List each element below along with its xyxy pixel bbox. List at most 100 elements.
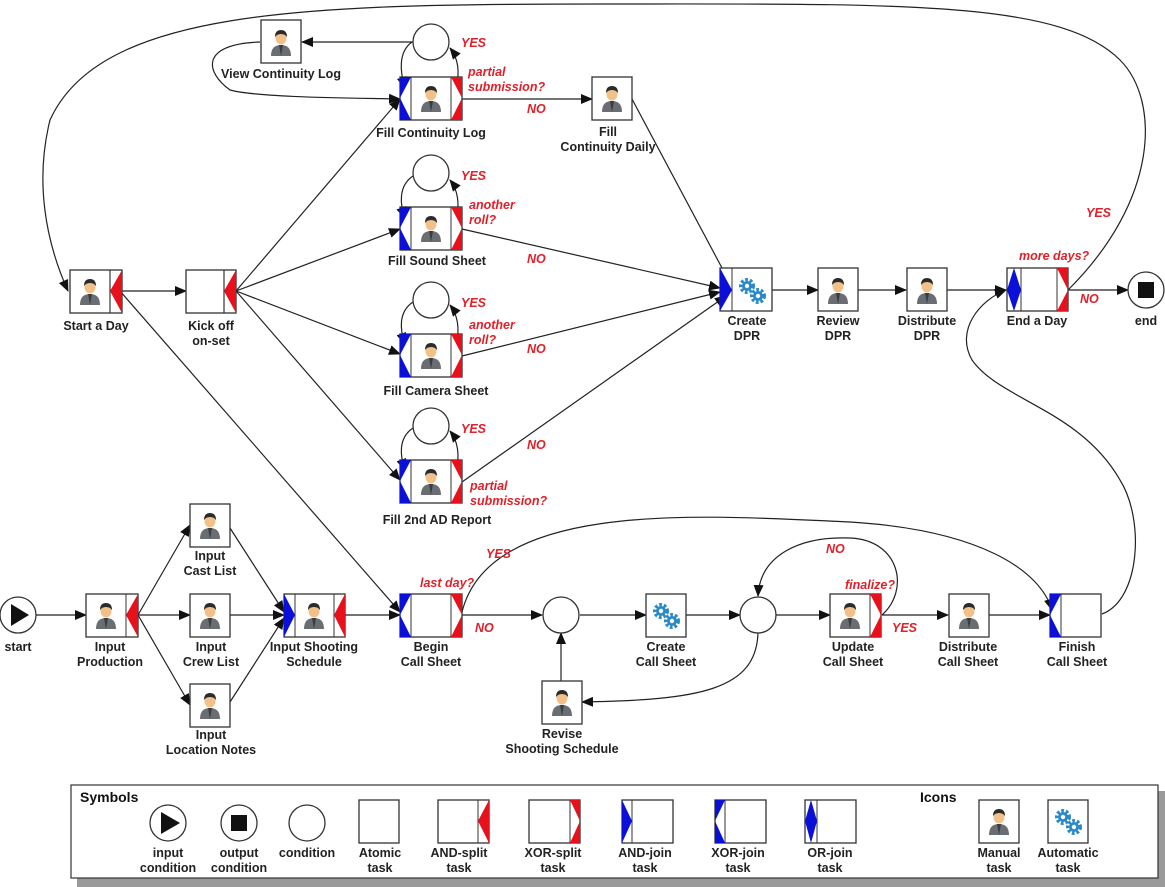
task-revise-shooting-schedule[interactable]: Revise Shooting Schedule xyxy=(505,680,619,756)
task-review-dpr[interactable]: Review DPR xyxy=(816,267,860,343)
another-label: another xyxy=(469,318,516,332)
label: Input xyxy=(196,640,227,654)
task-update-call-sheet[interactable]: Update Call Sheet xyxy=(823,593,884,669)
shape xyxy=(715,800,725,843)
condition[interactable] xyxy=(542,596,580,634)
label: XOR-split xyxy=(525,846,583,860)
legend-or-join-task: OR-join task xyxy=(804,799,857,875)
shape xyxy=(1050,594,1061,637)
shape xyxy=(451,594,462,637)
task-end-a-day[interactable]: End a Day xyxy=(1006,267,1069,328)
condition[interactable] xyxy=(412,154,450,192)
task-input-production[interactable]: Input Production xyxy=(77,593,143,669)
flow xyxy=(119,290,401,613)
shape xyxy=(288,804,326,842)
task-input-location-notes[interactable]: Input Location Notes xyxy=(166,683,256,757)
shape xyxy=(570,800,580,843)
label: on-set xyxy=(192,334,230,348)
task-fill-continuity-daily[interactable]: Fill Continuity Daily xyxy=(560,76,656,154)
label: Crew List xyxy=(183,655,240,669)
label: Distribute xyxy=(939,640,997,654)
shape xyxy=(451,334,462,377)
flow-no xyxy=(461,289,721,357)
yes-label: YES xyxy=(461,36,487,50)
label: Review xyxy=(816,314,859,328)
another-label: another xyxy=(469,198,516,212)
task-input-shooting-schedule[interactable]: Input Shooting Schedule xyxy=(270,593,358,669)
legend-and-split-task: AND-split task xyxy=(431,799,490,875)
shape xyxy=(231,815,247,831)
label: Manual xyxy=(977,846,1020,860)
flow xyxy=(229,617,285,703)
label: condition xyxy=(279,846,335,860)
task-create-dpr[interactable]: Create DPR xyxy=(719,267,773,343)
task-create-call-sheet[interactable]: Create Call Sheet xyxy=(636,593,697,669)
label: Call Sheet xyxy=(1047,655,1108,669)
label: Input Shooting xyxy=(270,640,358,654)
label: task xyxy=(632,861,657,875)
shape xyxy=(720,268,732,311)
shape xyxy=(334,594,345,637)
shape xyxy=(224,270,236,313)
task-finish-call-sheet[interactable]: Finish Call Sheet xyxy=(1047,593,1108,669)
label: Fill 2nd AD Report xyxy=(383,513,492,527)
last-day-label: last day? xyxy=(420,576,475,590)
task-distribute-dpr[interactable]: Distribute DPR xyxy=(898,267,956,343)
task-fill-2nd-ad-report[interactable]: Fill 2nd AD Report xyxy=(383,459,492,527)
shape xyxy=(451,77,462,120)
label: condition xyxy=(140,861,196,875)
start-label: start xyxy=(4,640,32,654)
end-label: end xyxy=(1135,314,1157,328)
task-distribute-call-sheet[interactable]: Distribute Call Sheet xyxy=(938,593,999,669)
label: Fill Sound Sheet xyxy=(388,254,487,268)
shape xyxy=(110,270,122,313)
flow xyxy=(229,527,285,613)
task-input-cast-list[interactable]: Input Cast List xyxy=(184,503,238,578)
label: Production xyxy=(77,655,143,669)
condition[interactable] xyxy=(412,23,450,61)
shape xyxy=(358,799,400,844)
shape xyxy=(400,460,411,503)
label: Input xyxy=(195,549,226,563)
shape xyxy=(478,800,489,843)
flow xyxy=(631,98,731,284)
label: Distribute xyxy=(898,314,956,328)
task-begin-call-sheet[interactable]: Begin Call Sheet xyxy=(399,593,463,669)
label: task xyxy=(1055,861,1080,875)
flow xyxy=(137,524,191,616)
label: AND-join xyxy=(618,846,671,860)
condition[interactable] xyxy=(412,281,450,319)
label: Cast List xyxy=(184,564,238,578)
no-label: NO xyxy=(826,542,845,556)
yes-label: YES xyxy=(486,547,512,561)
no-label: NO xyxy=(527,438,546,452)
task-input-crew-list[interactable]: Input Crew List xyxy=(183,593,240,669)
task-fill-camera-sheet[interactable]: Fill Camera Sheet xyxy=(384,333,490,398)
task-start-a-day[interactable]: Start a Day xyxy=(63,269,129,333)
label: Input xyxy=(95,640,126,654)
shape xyxy=(451,207,462,250)
flow-no xyxy=(461,228,721,291)
end-condition[interactable]: end xyxy=(1127,271,1165,328)
task-view-continuity-log[interactable]: View Continuity Log xyxy=(221,19,341,81)
legend-manual-task: Manual task xyxy=(977,799,1021,875)
label: Create xyxy=(647,640,686,654)
task-fill-continuity-log[interactable]: Fill Continuity Log xyxy=(376,76,486,140)
label: Automatic xyxy=(1037,846,1098,860)
task-kick-off-on-set[interactable]: Kick off on-set xyxy=(185,269,237,348)
legend: Symbols Icons input condition output con… xyxy=(70,784,1165,887)
label: Fill Continuity Log xyxy=(376,126,486,140)
more-days-label: more days? xyxy=(1019,249,1090,263)
flow-yes xyxy=(461,516,1054,613)
label: Call Sheet xyxy=(401,655,462,669)
label: task xyxy=(817,861,842,875)
flow-no xyxy=(753,537,898,616)
label: input xyxy=(153,846,184,860)
start-condition[interactable]: start xyxy=(0,596,37,654)
condition[interactable] xyxy=(412,407,450,445)
task-fill-sound-sheet[interactable]: Fill Sound Sheet xyxy=(388,206,487,268)
flows xyxy=(36,3,1146,707)
label: Call Sheet xyxy=(823,655,884,669)
label: DPR xyxy=(825,329,851,343)
condition[interactable] xyxy=(739,596,777,634)
